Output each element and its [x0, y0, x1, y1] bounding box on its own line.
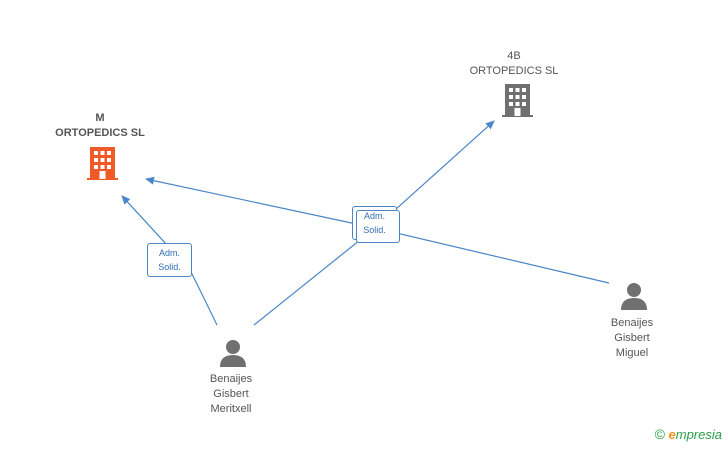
person-icon	[220, 340, 246, 367]
empresia-logo: © empresia	[655, 426, 722, 442]
person-meritxell-line-3: Meritxell	[210, 403, 252, 415]
person-meritxell-label[interactable]: Benaijes Gisbert Meritxell	[181, 372, 281, 417]
person-miguel-line-1: Benaijes	[610, 317, 654, 329]
brand-name: mpresia	[675, 427, 722, 442]
relation-left-line-2: Solid.	[158, 262, 181, 272]
person-meritxell-line-1: Benaijes	[209, 373, 253, 385]
person-miguel-line-2: Gisbert	[614, 332, 650, 344]
person-miguel-line-3: Miguel	[615, 347, 649, 359]
company-4b-line-1: 4B	[507, 50, 521, 62]
person-meritxell-line-2: Gisbert	[213, 388, 249, 400]
relation-left-line-1: Adm.	[158, 248, 180, 258]
relation-box-left[interactable]: Adm. Solid.	[147, 243, 192, 277]
relation-box-center[interactable]: Adm. Solid.	[352, 206, 400, 243]
person-miguel-label[interactable]: Benaijes Gisbert Miguel	[582, 316, 682, 361]
company-m-label[interactable]: M ORTOPEDICS SL	[40, 111, 160, 141]
company-m-line-2: ORTOPEDICS SL	[55, 127, 145, 139]
person-icon	[621, 283, 647, 310]
relation-center-line-1: Adm.	[363, 211, 385, 221]
brand-initial: e	[668, 427, 676, 442]
company-4b-line-2: ORTOPEDICS SL	[469, 65, 559, 77]
building-icon	[502, 84, 533, 117]
company-m-line-1: M	[95, 112, 105, 124]
company-4b-label[interactable]: 4B ORTOPEDICS SL	[454, 49, 574, 79]
building-icon	[87, 147, 118, 180]
relation-center-line-2: Solid.	[363, 225, 386, 235]
copyright-symbol: ©	[654, 426, 665, 442]
